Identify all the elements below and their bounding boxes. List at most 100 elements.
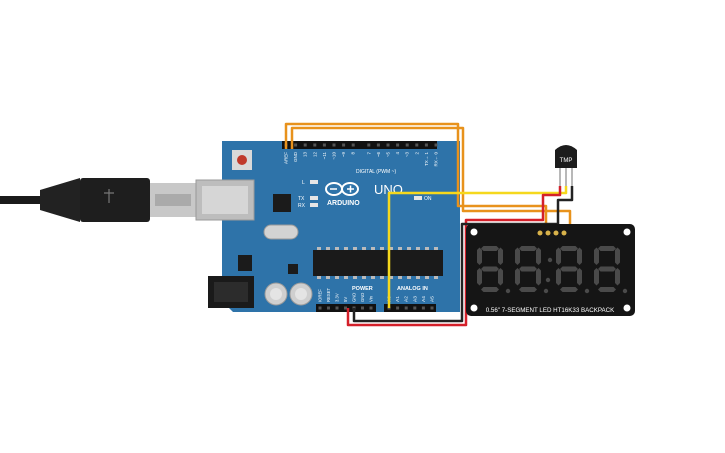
digital-pin-label: 7 bbox=[366, 152, 371, 155]
segment bbox=[477, 247, 482, 265]
analog-pin-label: A4 bbox=[421, 296, 427, 302]
power-pin[interactable] bbox=[344, 306, 347, 310]
segment bbox=[536, 247, 541, 265]
digital-pin[interactable] bbox=[434, 143, 438, 147]
mount-hole-tr bbox=[623, 228, 631, 236]
colon-dot-top bbox=[547, 257, 553, 263]
power-pin-label: RESET bbox=[326, 288, 331, 302]
segment bbox=[594, 268, 599, 286]
segment bbox=[560, 246, 578, 251]
power-pin-label: IOREF bbox=[318, 289, 323, 302]
led-on-label: ON bbox=[424, 196, 432, 202]
wire-red-5v[interactable] bbox=[346, 186, 562, 327]
digital-pin[interactable] bbox=[415, 143, 419, 147]
segment bbox=[560, 266, 578, 272]
digital-header-title: DIGITAL (PWM ~) bbox=[356, 169, 396, 175]
digital-pin[interactable] bbox=[405, 143, 409, 147]
wire-yellow-a0[interactable] bbox=[387, 186, 568, 308]
decimal-point bbox=[543, 288, 549, 294]
digital-pin-label: ~6 bbox=[376, 152, 381, 158]
reset-button-cap[interactable] bbox=[237, 155, 247, 165]
analog-pin[interactable] bbox=[404, 306, 408, 310]
usb-cable-boot bbox=[40, 178, 80, 222]
power-header-title: POWER bbox=[352, 286, 373, 292]
segment bbox=[515, 268, 520, 286]
segment bbox=[556, 247, 561, 265]
power-pin[interactable] bbox=[318, 306, 322, 310]
mount-hole-bl bbox=[470, 304, 478, 312]
wire-orange-gnd[interactable] bbox=[290, 126, 572, 232]
digital-pin-label: ~11 bbox=[322, 152, 327, 160]
digital-header-pins bbox=[284, 143, 438, 147]
segment bbox=[598, 287, 616, 292]
power-pin[interactable] bbox=[369, 306, 373, 310]
segment bbox=[515, 247, 520, 265]
led-tx-label: TX bbox=[298, 196, 305, 202]
microcontroller-pins bbox=[317, 247, 438, 279]
digital-pin[interactable] bbox=[322, 143, 326, 147]
capacitor-2-top bbox=[295, 288, 307, 300]
digital-pin-label: AREF bbox=[284, 152, 289, 164]
display-digits bbox=[477, 246, 628, 294]
usb-cable[interactable] bbox=[0, 178, 196, 222]
analog-pin[interactable] bbox=[430, 306, 434, 310]
led-l bbox=[310, 180, 318, 184]
seven-segment-display[interactable]: 0.56" 7-SEGMENT LED HT16K33 BACKPACK bbox=[466, 224, 635, 316]
power-pin-label: GND bbox=[360, 293, 365, 302]
segment bbox=[481, 246, 499, 251]
mount-hole-tl bbox=[470, 228, 478, 236]
led-tx bbox=[310, 196, 318, 200]
digital-pin[interactable] bbox=[396, 143, 400, 147]
segment bbox=[615, 247, 620, 265]
digital-pin-label: 13 bbox=[303, 152, 308, 158]
digital-pin-label: ~3 bbox=[405, 152, 410, 158]
capacitor-1-top bbox=[270, 288, 282, 300]
digital-pin-label: ~5 bbox=[386, 152, 391, 158]
digital-pin[interactable] bbox=[342, 143, 346, 147]
usb-plug-body bbox=[80, 178, 150, 222]
small-chip bbox=[288, 264, 298, 274]
temperature-sensor[interactable]: TMP bbox=[555, 145, 577, 186]
led-rx-label: RX bbox=[298, 203, 306, 209]
digital-pin[interactable] bbox=[376, 143, 380, 147]
digital-pin-label: RX← 0 bbox=[434, 152, 439, 167]
display-digit bbox=[477, 246, 511, 294]
digital-header[interactable] bbox=[282, 141, 437, 149]
segment bbox=[498, 247, 503, 265]
power-pin[interactable] bbox=[327, 306, 330, 310]
power-pin[interactable] bbox=[361, 306, 364, 310]
digital-pin[interactable] bbox=[351, 143, 355, 147]
segment bbox=[519, 287, 537, 292]
analog-pin[interactable] bbox=[396, 306, 400, 310]
power-pin-label: Vin bbox=[369, 295, 374, 302]
analog-header[interactable] bbox=[384, 304, 436, 312]
mount-hole-br bbox=[623, 304, 631, 312]
digital-pin-label: TX→ 1 bbox=[424, 152, 429, 167]
segment bbox=[477, 268, 482, 286]
segment bbox=[536, 268, 541, 286]
digital-pin[interactable] bbox=[332, 143, 336, 147]
power-pin-label: GND bbox=[352, 293, 357, 302]
usb-symbol-icon bbox=[104, 189, 114, 203]
digital-pin[interactable] bbox=[313, 143, 317, 147]
colon-dot-bottom bbox=[545, 277, 551, 283]
digital-pin[interactable] bbox=[367, 143, 371, 147]
analog-pin[interactable] bbox=[413, 306, 417, 310]
analog-pin-label: A3 bbox=[412, 296, 418, 302]
digital-pin[interactable] bbox=[294, 143, 298, 147]
power-pin[interactable] bbox=[335, 306, 339, 310]
voltage-regulator bbox=[238, 255, 252, 271]
digital-pin[interactable] bbox=[303, 143, 307, 147]
decimal-point bbox=[622, 288, 628, 294]
segment bbox=[615, 268, 620, 286]
led-on bbox=[414, 196, 422, 200]
arduino-brand: ARDUINO bbox=[327, 200, 360, 207]
segment bbox=[519, 266, 537, 272]
display-digit bbox=[594, 246, 628, 294]
arduino-logo-icon bbox=[325, 182, 359, 196]
digital-pin[interactable] bbox=[386, 143, 390, 147]
digital-pin[interactable] bbox=[424, 143, 428, 147]
analog-pin[interactable] bbox=[421, 306, 425, 310]
digital-pin-label: ~9 bbox=[341, 152, 346, 158]
